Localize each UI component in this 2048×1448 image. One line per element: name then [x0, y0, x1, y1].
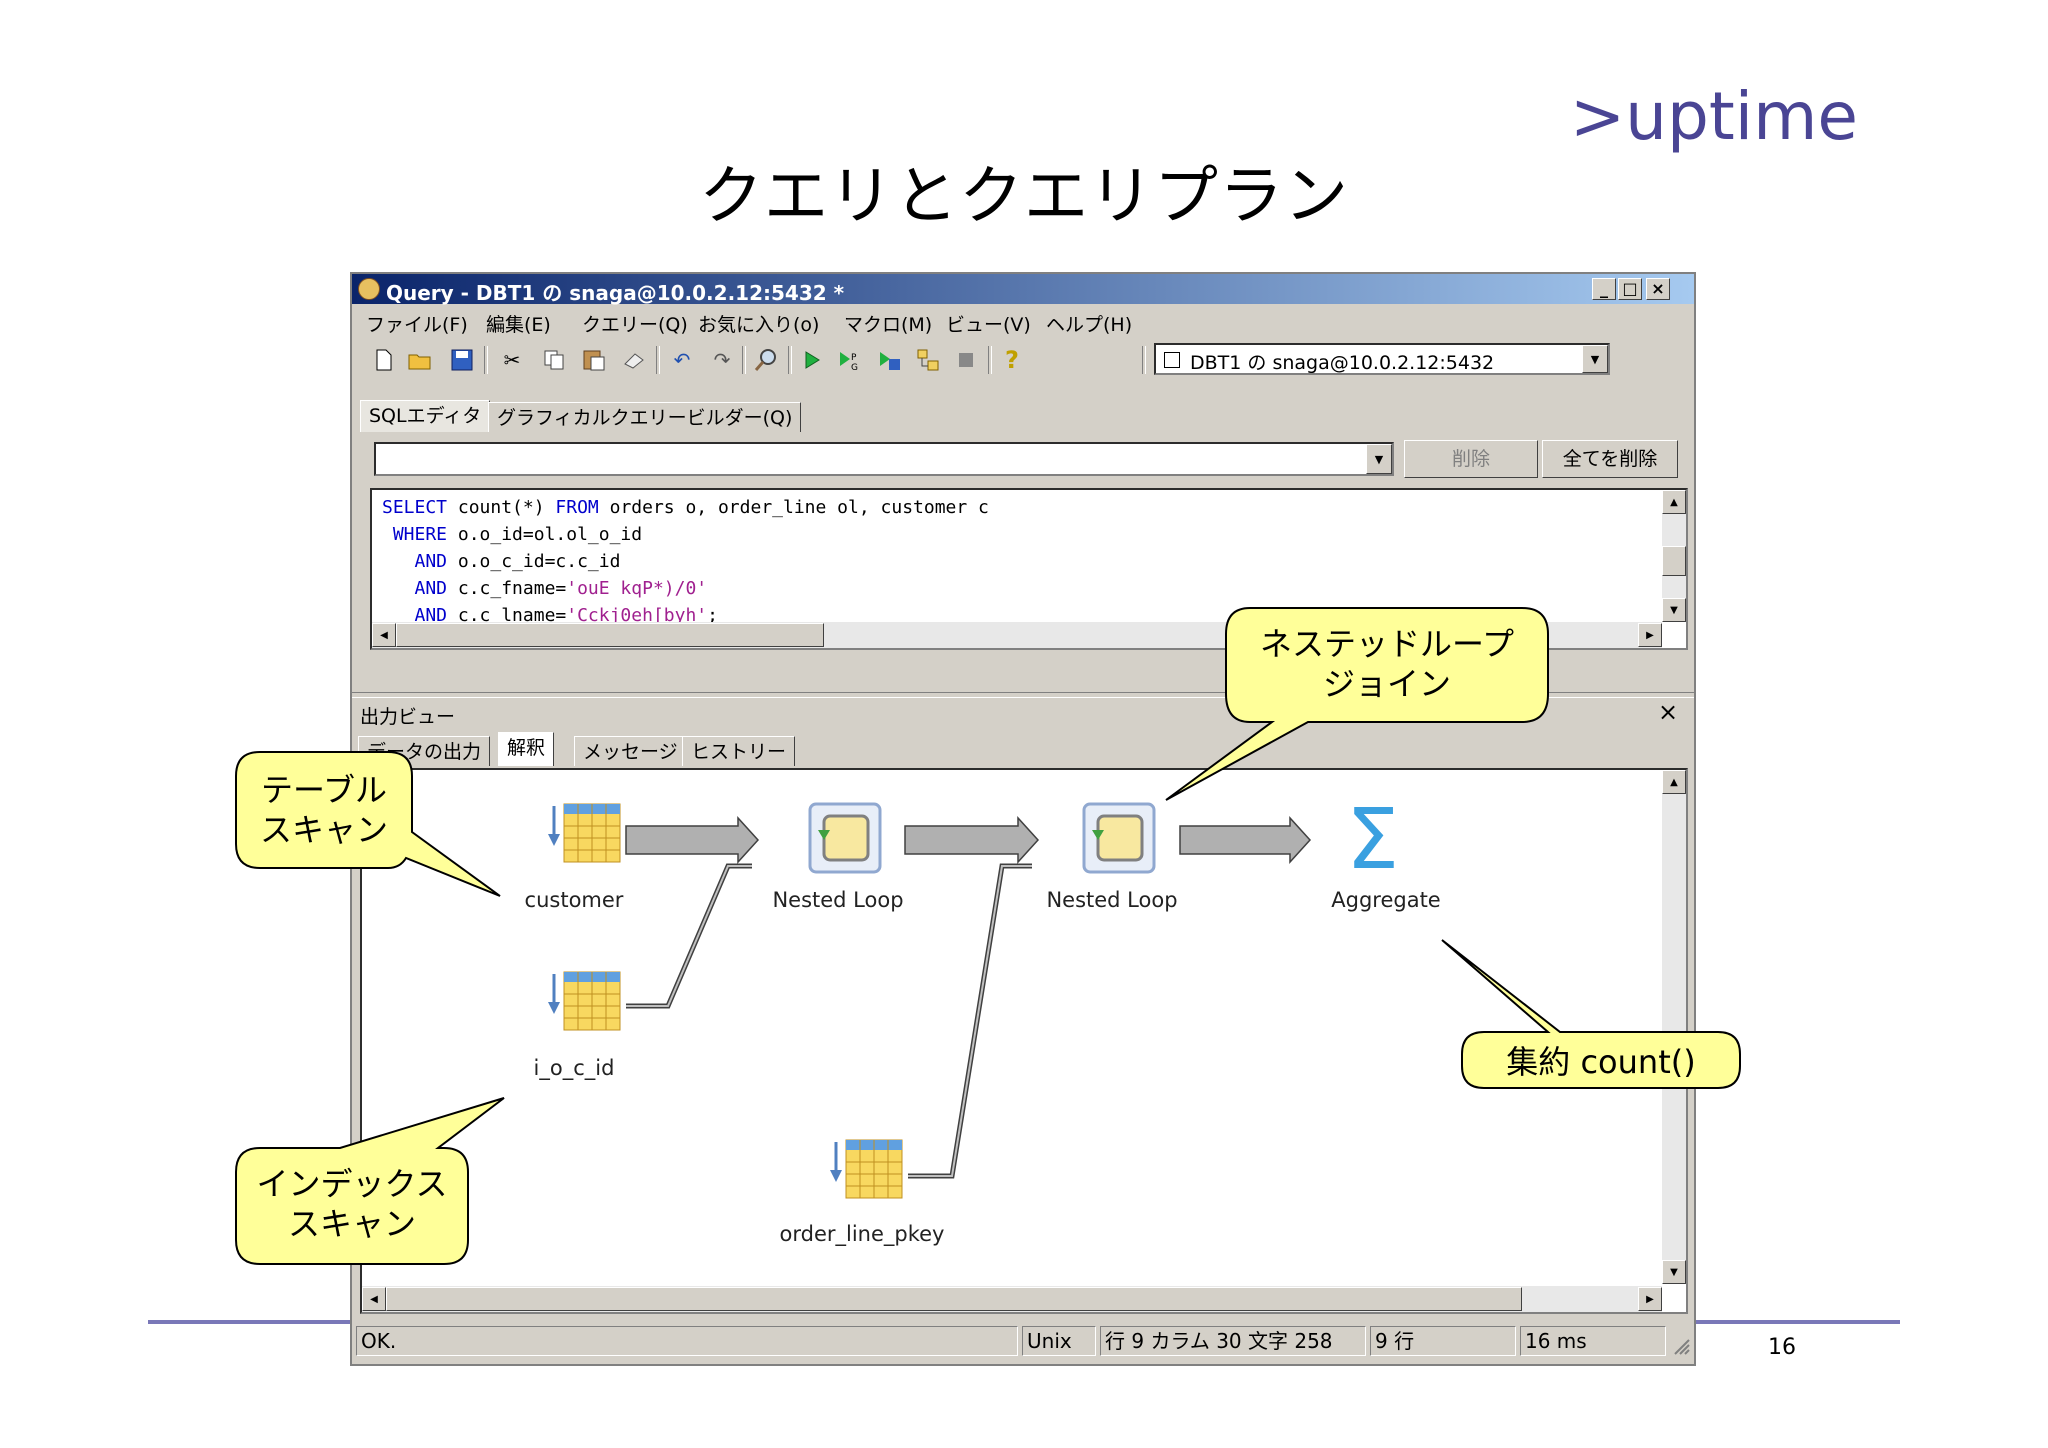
tab-graphical-query-builder[interactable]: グラフィカルクエリービルダー(Q) [488, 402, 802, 432]
new-file-icon[interactable] [370, 346, 398, 374]
clear-icon[interactable] [620, 346, 648, 374]
close-icon[interactable]: × [1658, 698, 1679, 726]
plan-node-label[interactable]: customer [524, 888, 624, 912]
status-cursor-position: 行 9 カラム 30 文字 258 [1100, 1326, 1366, 1356]
undo-icon[interactable]: ↶ [673, 348, 691, 372]
scroll-down-icon[interactable]: ▼ [1662, 598, 1686, 622]
paste-icon[interactable] [580, 346, 608, 374]
menu-bar: ファイル(F) 編集(E) クエリー(Q) お気に入り(o) マクロ(M) ビュ… [352, 306, 1694, 336]
svg-text:G: G [851, 363, 858, 372]
execute-to-file-icon[interactable] [876, 346, 904, 374]
scroll-thumb[interactable] [396, 623, 824, 647]
explain-icon[interactable] [914, 346, 942, 374]
cut-icon[interactable]: ✂ [503, 348, 521, 372]
plan-node-label[interactable]: Nested Loop [1046, 888, 1178, 912]
tab-sql-editor[interactable]: SQLエディタ [360, 400, 491, 432]
plan-node-label[interactable]: order_line_pkey [779, 1222, 945, 1246]
menu-file[interactable]: ファイル(F) [366, 314, 468, 336]
menu-edit[interactable]: 編集(E) [486, 314, 551, 336]
menu-query[interactable]: クエリー(Q) [582, 314, 688, 336]
menu-favorites[interactable]: お気に入り(o) [698, 314, 820, 336]
scroll-down-icon[interactable]: ▼ [1662, 1260, 1686, 1284]
menu-help[interactable]: ヘルプ(H) [1046, 314, 1133, 336]
plan-graph: Σ [548, 790, 1399, 1199]
arrow-nested-loop-to-aggregate [1179, 816, 1312, 864]
redo-icon[interactable]: ↷ [713, 348, 731, 372]
resize-grip-icon[interactable] [1672, 1336, 1690, 1355]
scroll-thumb[interactable] [1662, 546, 1686, 576]
connection-select[interactable]: DBT1 の snaga@10.0.2.12:5432 ▼ [1154, 343, 1610, 375]
aggregate-sigma-icon: Σ [1346, 790, 1399, 888]
copy-icon[interactable] [540, 346, 568, 374]
chevron-down-icon[interactable]: ▼ [1366, 444, 1392, 474]
status-elapsed-time: 16 ms [1520, 1326, 1666, 1356]
svg-text:P: P [851, 353, 857, 363]
scroll-right-icon[interactable]: ▶ [1638, 1287, 1662, 1311]
query-history-combo[interactable]: ▼ [374, 442, 1394, 476]
app-icon [358, 278, 380, 300]
save-icon[interactable] [448, 346, 476, 374]
plan-vertical-scrollbar[interactable]: ▲ ▼ [1662, 770, 1686, 1284]
arrow-customer-to-nested-loop [625, 816, 760, 864]
scroll-up-icon[interactable]: ▲ [1662, 490, 1686, 514]
close-button[interactable]: × [1646, 278, 1670, 300]
callout-table-scan-text: テーブルスキャン [259, 771, 388, 849]
brand-logo: >uptime [1569, 78, 1858, 155]
minimize-button[interactable]: _ [1592, 278, 1616, 300]
plan-horizontal-scrollbar[interactable]: ◀ ▶ [362, 1286, 1662, 1312]
scroll-left-icon[interactable]: ◀ [372, 623, 396, 647]
status-bar: OK. Unix 行 9 カラム 30 文字 258 9 行 16 ms [352, 1318, 1694, 1364]
delete-all-button[interactable]: 全てを削除 [1542, 440, 1678, 478]
connection-value: DBT1 の snaga@10.0.2.12:5432 [1190, 352, 1495, 374]
open-folder-icon[interactable] [406, 346, 434, 374]
plan-node-label[interactable]: Nested Loop [772, 888, 904, 912]
scroll-thumb[interactable] [386, 1287, 1522, 1311]
nested-loop-icon [808, 802, 882, 874]
plan-node-label[interactable]: Aggregate [1331, 888, 1441, 912]
tab-explain[interactable]: 解釈 [498, 732, 555, 766]
sql-text[interactable]: SELECT count(*) FROM orders o, order_lin… [382, 497, 989, 626]
window-title: Query - DBT1 の snaga@10.0.2.12:5432 * [386, 281, 845, 305]
maximize-button[interactable]: □ [1618, 278, 1642, 300]
nested-loop-icon [1082, 802, 1156, 874]
callout-aggregate [1441, 939, 1741, 1089]
arrow-nested-loop-to-nested-loop [904, 816, 1040, 864]
status-message: OK. [356, 1326, 1018, 1356]
delete-button[interactable]: 削除 [1404, 440, 1538, 478]
tab-messages[interactable]: メッセージ [574, 736, 687, 766]
title-bar[interactable]: Query - DBT1 の snaga@10.0.2.12:5432 * _ … [352, 274, 1694, 305]
callout-nested-loop-join [1165, 607, 1549, 801]
callout-table-scan [235, 751, 501, 897]
find-icon[interactable] [752, 346, 780, 374]
callout-nested-loop-join-text: ネステッドループジョイン [1259, 625, 1515, 703]
scroll-left-icon[interactable]: ◀ [362, 1287, 386, 1311]
help-icon[interactable]: ? [1005, 346, 1019, 374]
index-scan-icon [830, 1139, 903, 1199]
plan-node-label[interactable]: i_o_c_id [533, 1056, 615, 1080]
output-view-header: 出力ビュー × [352, 698, 1694, 730]
chevron-down-icon[interactable]: ▼ [1582, 345, 1608, 373]
editor-vertical-scrollbar[interactable]: ▲ ▼ [1662, 490, 1686, 622]
menu-macros[interactable]: マクロ(M) [844, 314, 933, 336]
table-scan-icon [548, 803, 621, 863]
output-view-title: 出力ビュー [360, 706, 456, 728]
callout-index-scan-text: インデックススキャン [256, 1165, 448, 1243]
scroll-right-icon[interactable]: ▶ [1638, 623, 1662, 647]
menu-view[interactable]: ビュー(V) [946, 314, 1031, 336]
execute-icon[interactable] [798, 346, 826, 374]
callout-aggregate-text: 集約 count() [1506, 1043, 1696, 1081]
index-scan-icon [548, 971, 621, 1031]
tab-history[interactable]: ヒストリー [682, 736, 796, 766]
connection-checkbox[interactable] [1164, 352, 1180, 368]
callout-index-scan [235, 1097, 505, 1265]
scroll-up-icon[interactable]: ▲ [1662, 770, 1686, 794]
page-number: 16 [1768, 1335, 1796, 1360]
stop-icon[interactable] [952, 346, 980, 374]
status-row-count: 9 行 [1370, 1326, 1516, 1356]
slide-title: クエリとクエリプラン [699, 160, 1349, 234]
status-eol: Unix [1022, 1326, 1096, 1356]
